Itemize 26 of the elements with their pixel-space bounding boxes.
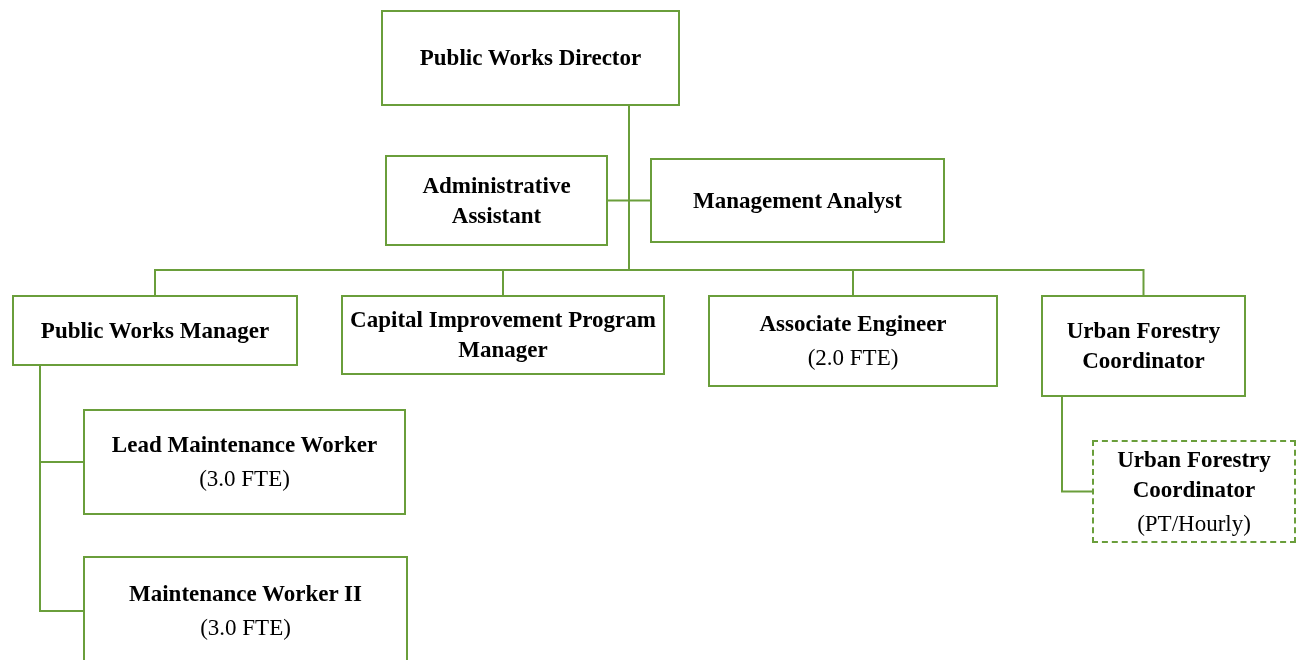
position-title: Urban Forestry Coordinator <box>1065 317 1222 375</box>
position-box <box>650 158 945 243</box>
position-box <box>341 295 665 375</box>
position-box <box>1041 295 1246 397</box>
position-title: Lead Maintenance Worker <box>111 431 378 459</box>
position-title: Maintenance Worker II <box>129 580 362 608</box>
staffing-note: (PT/Hourly) <box>1137 509 1251 538</box>
position-box <box>381 10 680 106</box>
staffing-note: (3.0 FTE) <box>200 614 291 642</box>
connector-line <box>1061 396 1093 493</box>
position-title: Urban Forestry Coordinator <box>1116 445 1272 504</box>
position-box <box>83 409 406 515</box>
position-title: Public Works Director <box>419 44 642 72</box>
staffing-note: (2.0 FTE) <box>807 344 899 372</box>
staffing-note: (3.0 FTE) <box>199 465 290 493</box>
position-title: Management Analyst <box>693 186 902 215</box>
position-title: Public Works Manager <box>40 316 270 345</box>
position-box <box>385 155 608 246</box>
position-title: Administrative Assistant <box>421 171 572 230</box>
connector-line <box>39 365 84 612</box>
position-title: Associate Engineer <box>759 310 947 338</box>
position-title: Capital Improvement Program Manager <box>349 306 657 364</box>
position-box <box>708 295 998 387</box>
position-box <box>1092 440 1296 543</box>
position-box <box>12 295 298 366</box>
position-box <box>83 556 408 660</box>
